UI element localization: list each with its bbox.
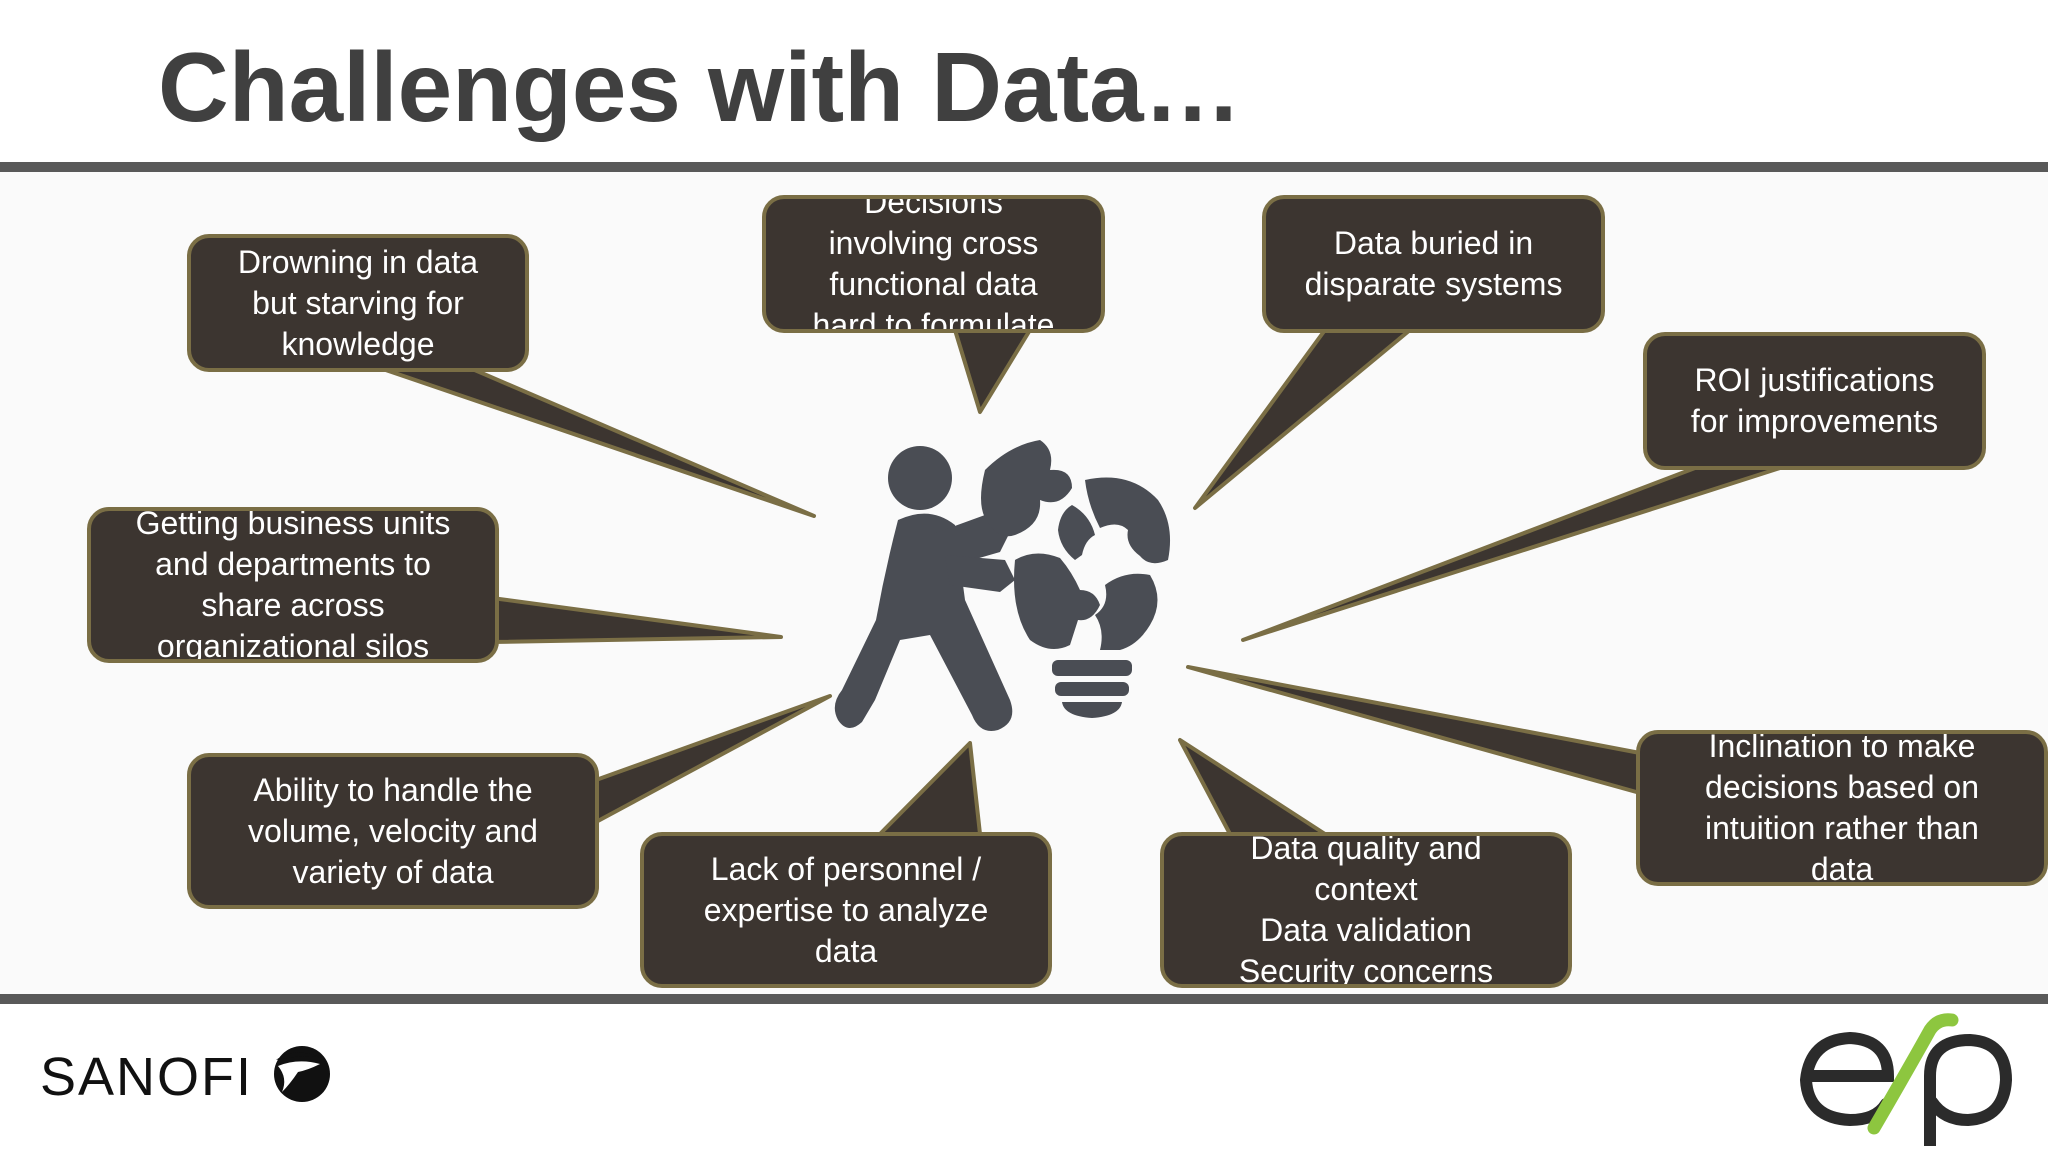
callout-tail-decisions [953, 328, 1032, 414]
callout-lack-of-personnel: Lack of personnel / expertise to analyze… [640, 832, 1052, 988]
esp-logo-icon [1799, 1013, 2013, 1146]
person-puzzle-lightbulb-icon [834, 440, 1171, 731]
callout-tail-quality [1178, 738, 1327, 836]
callout-tail-intuition [1186, 665, 1642, 795]
callout-tail-drowning [378, 366, 816, 518]
callout-tail-personnel [878, 741, 982, 836]
callout-organizational-silos: Getting business units and departments t… [87, 507, 499, 663]
callout-tail-silos [490, 596, 783, 644]
callout-tail-roi [1241, 466, 1782, 642]
callout-intuition-over-data: Inclination to make decisions based on i… [1636, 730, 2048, 886]
callout-drowning-in-data: Drowning in data but starving for knowle… [187, 234, 529, 372]
sanofi-logo-text: SANOFI [40, 1047, 254, 1107]
callout-data-quality: Data quality and context Data validation… [1160, 832, 1572, 988]
top-divider [0, 162, 2048, 172]
callout-roi-justifications: ROI justifications for improvements [1643, 332, 1986, 470]
bottom-divider [0, 994, 2048, 1004]
callout-tail-buried [1193, 328, 1412, 510]
callout-data-buried: Data buried in disparate systems [1262, 195, 1605, 333]
callout-tail-volume [594, 694, 832, 824]
callout-cross-functional-decisions: Decisions involving cross functional dat… [762, 195, 1105, 333]
slide-title: Challenges with Data… [158, 32, 1242, 142]
sanofi-bird-logo-icon [274, 1046, 330, 1102]
callout-volume-velocity-variety: Ability to handle the volume, velocity a… [187, 753, 599, 909]
